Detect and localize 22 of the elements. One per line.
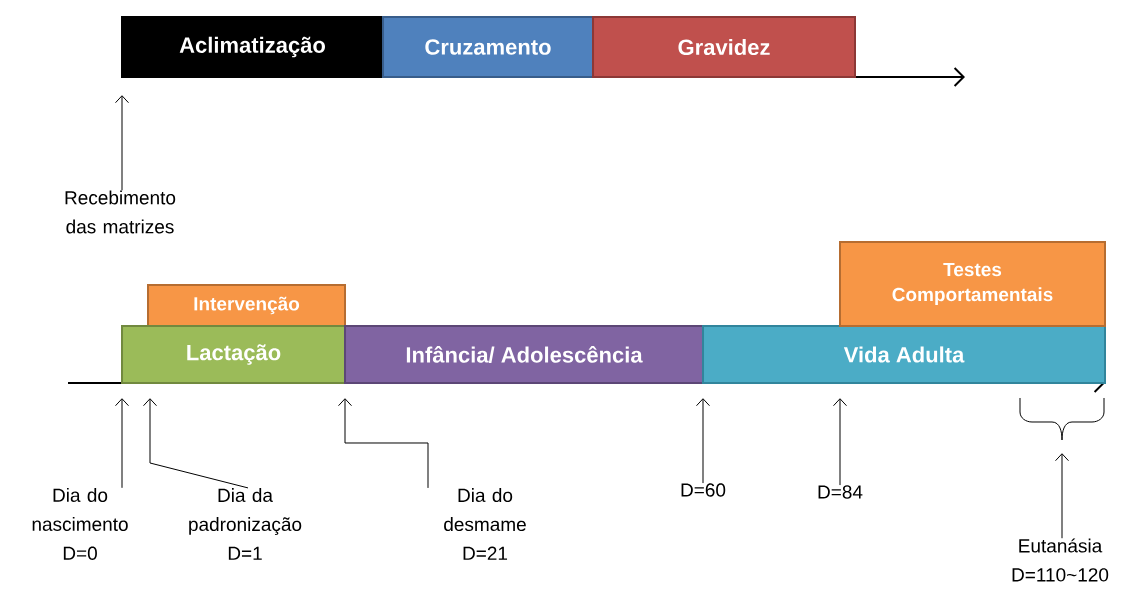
leader-arrow — [143, 398, 249, 489]
leader-arrow — [1055, 453, 1069, 539]
event-label: D=60 — [681, 483, 726, 497]
leader-arrow — [115, 95, 129, 191]
leader-arrow — [833, 398, 847, 486]
event-label: Dia da padronização D=1 — [189, 488, 302, 560]
event-label: Recebimento das matrizes — [65, 190, 176, 234]
phase-bar: Aclimatização — [121, 16, 384, 78]
event-label: Dia do desmame D=21 — [444, 488, 526, 560]
phase-bar: Cruzamento — [382, 16, 594, 78]
phase-bar: Vida Adulta — [702, 325, 1106, 384]
event-label: Dia do nascimento D=0 — [32, 488, 128, 560]
event-label: D=84 — [818, 485, 863, 499]
leader-arrow — [696, 398, 710, 484]
leader-arrow — [115, 398, 129, 489]
phase-bar: Intervenção — [147, 284, 346, 327]
phase-bar: Testes Comportamentais — [839, 241, 1106, 327]
phase-bar: Lactação — [121, 325, 346, 384]
leader-arrow — [338, 398, 429, 489]
phase-bar: Infância/ Adolescência — [344, 325, 704, 384]
event-label: Eutanásia D=110~120 — [1012, 538, 1109, 582]
phase-bar: Gravidez — [592, 16, 856, 78]
